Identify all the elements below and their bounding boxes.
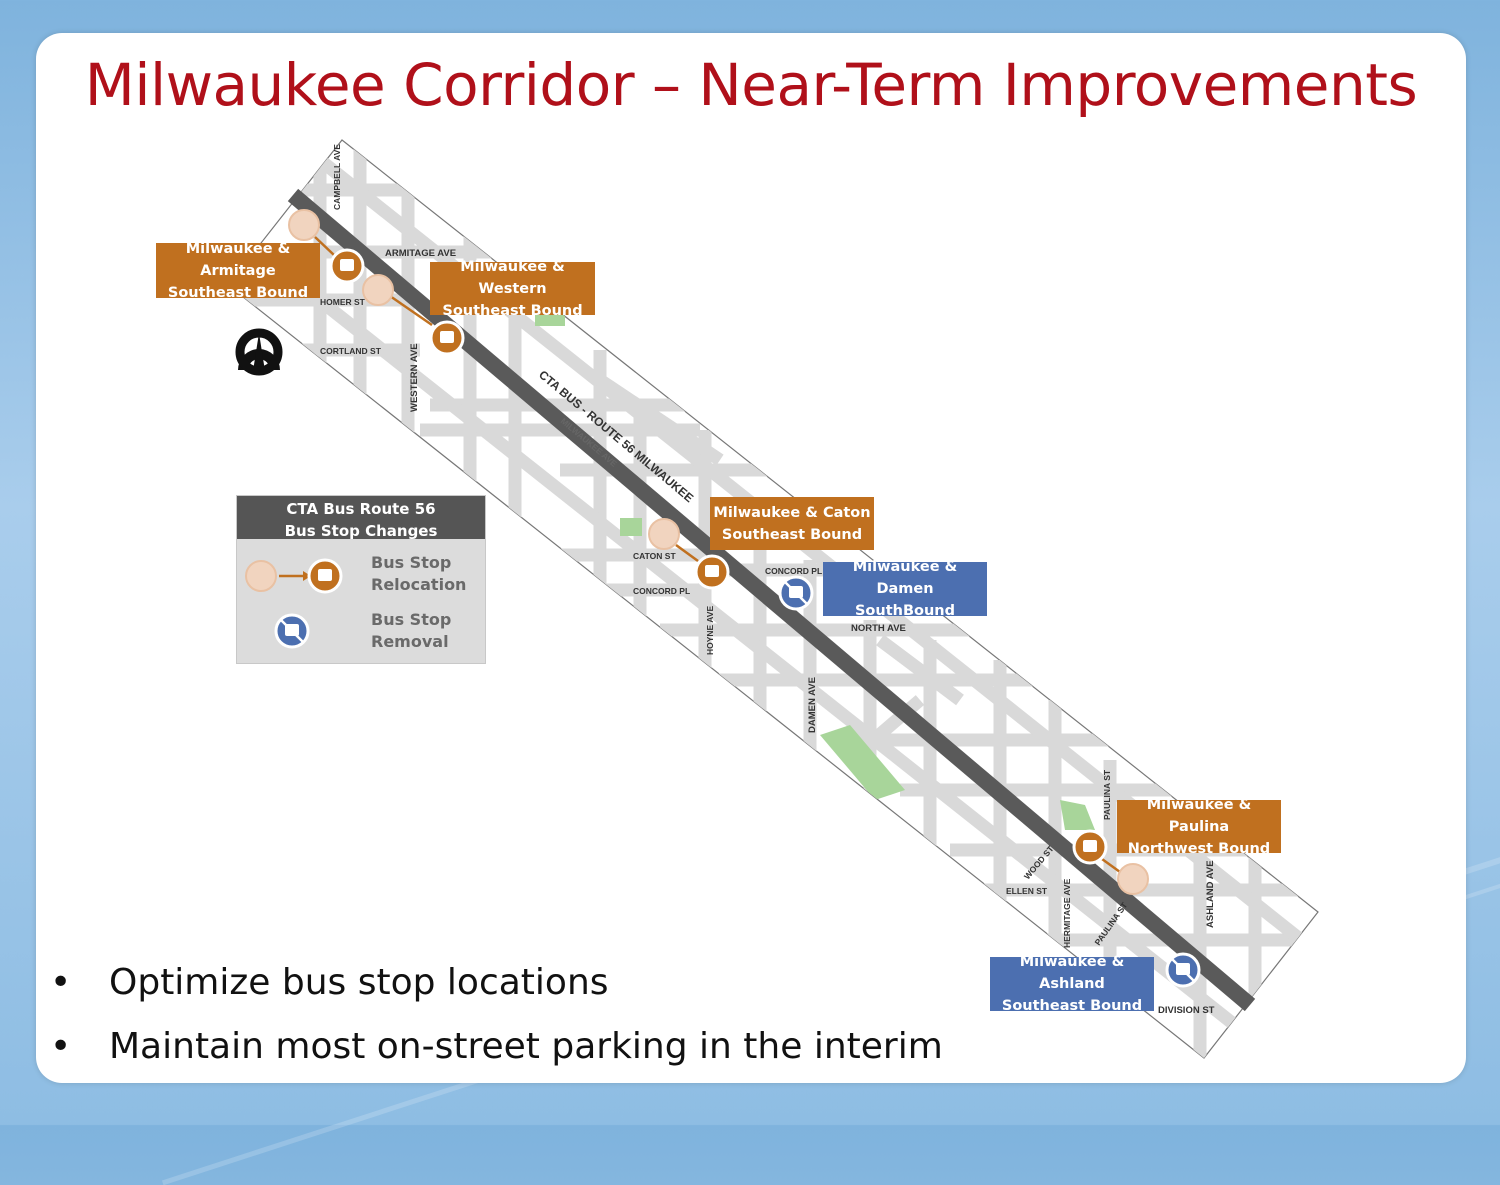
- relocation-arrow: [314, 236, 335, 256]
- callout-paulina: Milwaukee & Paulina Northwest Bound: [1117, 797, 1281, 857]
- street-label: ELLEN ST: [1006, 886, 1048, 896]
- callout-line: Milwaukee & Armitage: [185, 240, 291, 279]
- callout-ashland: Milwaukee & Ashland Southeast Bound: [990, 954, 1154, 1014]
- new-stop-markers: [329, 248, 1108, 865]
- street-label: DAMEN AVE: [807, 677, 818, 733]
- callout-line: Southeast Bound: [167, 284, 309, 301]
- legend-label-line: Relocation: [371, 575, 467, 594]
- callout-line: Milwaukee & Ashland: [1019, 954, 1125, 992]
- street-label: CATON ST: [633, 551, 676, 561]
- north-arrow-icon: [235, 328, 283, 376]
- callout-line: SouthBound: [854, 603, 956, 619]
- callout-line: Milwaukee & Caton: [713, 504, 871, 521]
- bullet-dot: •: [50, 1026, 72, 1067]
- legend-removal-label: Bus Stop Removal: [371, 609, 451, 653]
- callout-line: Southeast Bound: [442, 302, 583, 319]
- street-label: ASHLAND AVE: [1205, 860, 1216, 928]
- callout-line: Milwaukee & Damen: [852, 559, 958, 597]
- legend-relocation-icon: [245, 558, 343, 594]
- street-label: PAULINA ST: [1102, 769, 1112, 820]
- callout-western: Milwaukee & Western Southeast Bound: [430, 259, 595, 319]
- relocation-arrow: [1101, 857, 1121, 874]
- street-label: CONCORD PL: [633, 586, 690, 596]
- relocation-arrow: [675, 543, 699, 563]
- callout-line: Southeast Bound: [1001, 998, 1143, 1014]
- legend-title-line: Bus Stop Changes: [284, 522, 438, 540]
- bus-icon: [340, 259, 1190, 975]
- bullet-text: Maintain most on-street parking in the i…: [109, 1026, 943, 1067]
- legend-label-line: Bus Stop: [371, 610, 452, 629]
- legend-label-line: Bus Stop: [371, 553, 452, 572]
- legend-label-line: Removal: [371, 632, 449, 651]
- bullet-dot: •: [50, 962, 72, 1003]
- callout-caton: Milwaukee & Caton Southeast Bound: [710, 497, 874, 550]
- legend-title: CTA Bus Route 56 Bus Stop Changes: [237, 496, 485, 540]
- legend-relocation-label: Bus Stop Relocation: [371, 552, 466, 596]
- old-stop-markers: [288, 209, 1149, 895]
- legend-title-line: CTA Bus Route 56: [286, 500, 436, 518]
- relocation-arrow: [389, 294, 433, 327]
- street-label: DIVISION ST: [1158, 1005, 1215, 1016]
- legend-removal-icon: [274, 613, 310, 649]
- street-label: CONCORD PL: [765, 566, 822, 576]
- corridor-map: CAMPBELL AVE ARMITAGE AVE HOMER ST CORTL…: [227, 139, 1319, 1059]
- callout-damen: Milwaukee & Damen SouthBound: [823, 559, 987, 619]
- street-label: CORTLAND ST: [320, 346, 382, 356]
- slide-title: Milwaukee Corridor – Near-Term Improveme…: [84, 51, 1418, 119]
- callout-line: Milwaukee & Paulina: [1146, 796, 1252, 835]
- callout-line: Southeast Bound: [721, 526, 863, 543]
- legend: CTA Bus Route 56 Bus Stop Changes Bus St…: [236, 495, 486, 664]
- street-label: NORTH AVE: [851, 623, 906, 634]
- street-label: HERMITAGE AVE: [1062, 878, 1072, 948]
- street-label: HOMER ST: [320, 297, 366, 307]
- street-label: HOYNE AVE: [705, 606, 715, 655]
- street-label: ARMITAGE AVE: [385, 248, 456, 259]
- bullet-text: Optimize bus stop locations: [109, 962, 609, 1003]
- callout-line: Milwaukee & Western: [460, 258, 565, 297]
- street-label: WESTERN AVE: [409, 343, 420, 412]
- callout-line: Northwest Bound: [1127, 840, 1271, 857]
- street-label: CAMPBELL AVE: [332, 144, 342, 210]
- callout-armitage: Milwaukee & Armitage Southeast Bound: [156, 241, 320, 301]
